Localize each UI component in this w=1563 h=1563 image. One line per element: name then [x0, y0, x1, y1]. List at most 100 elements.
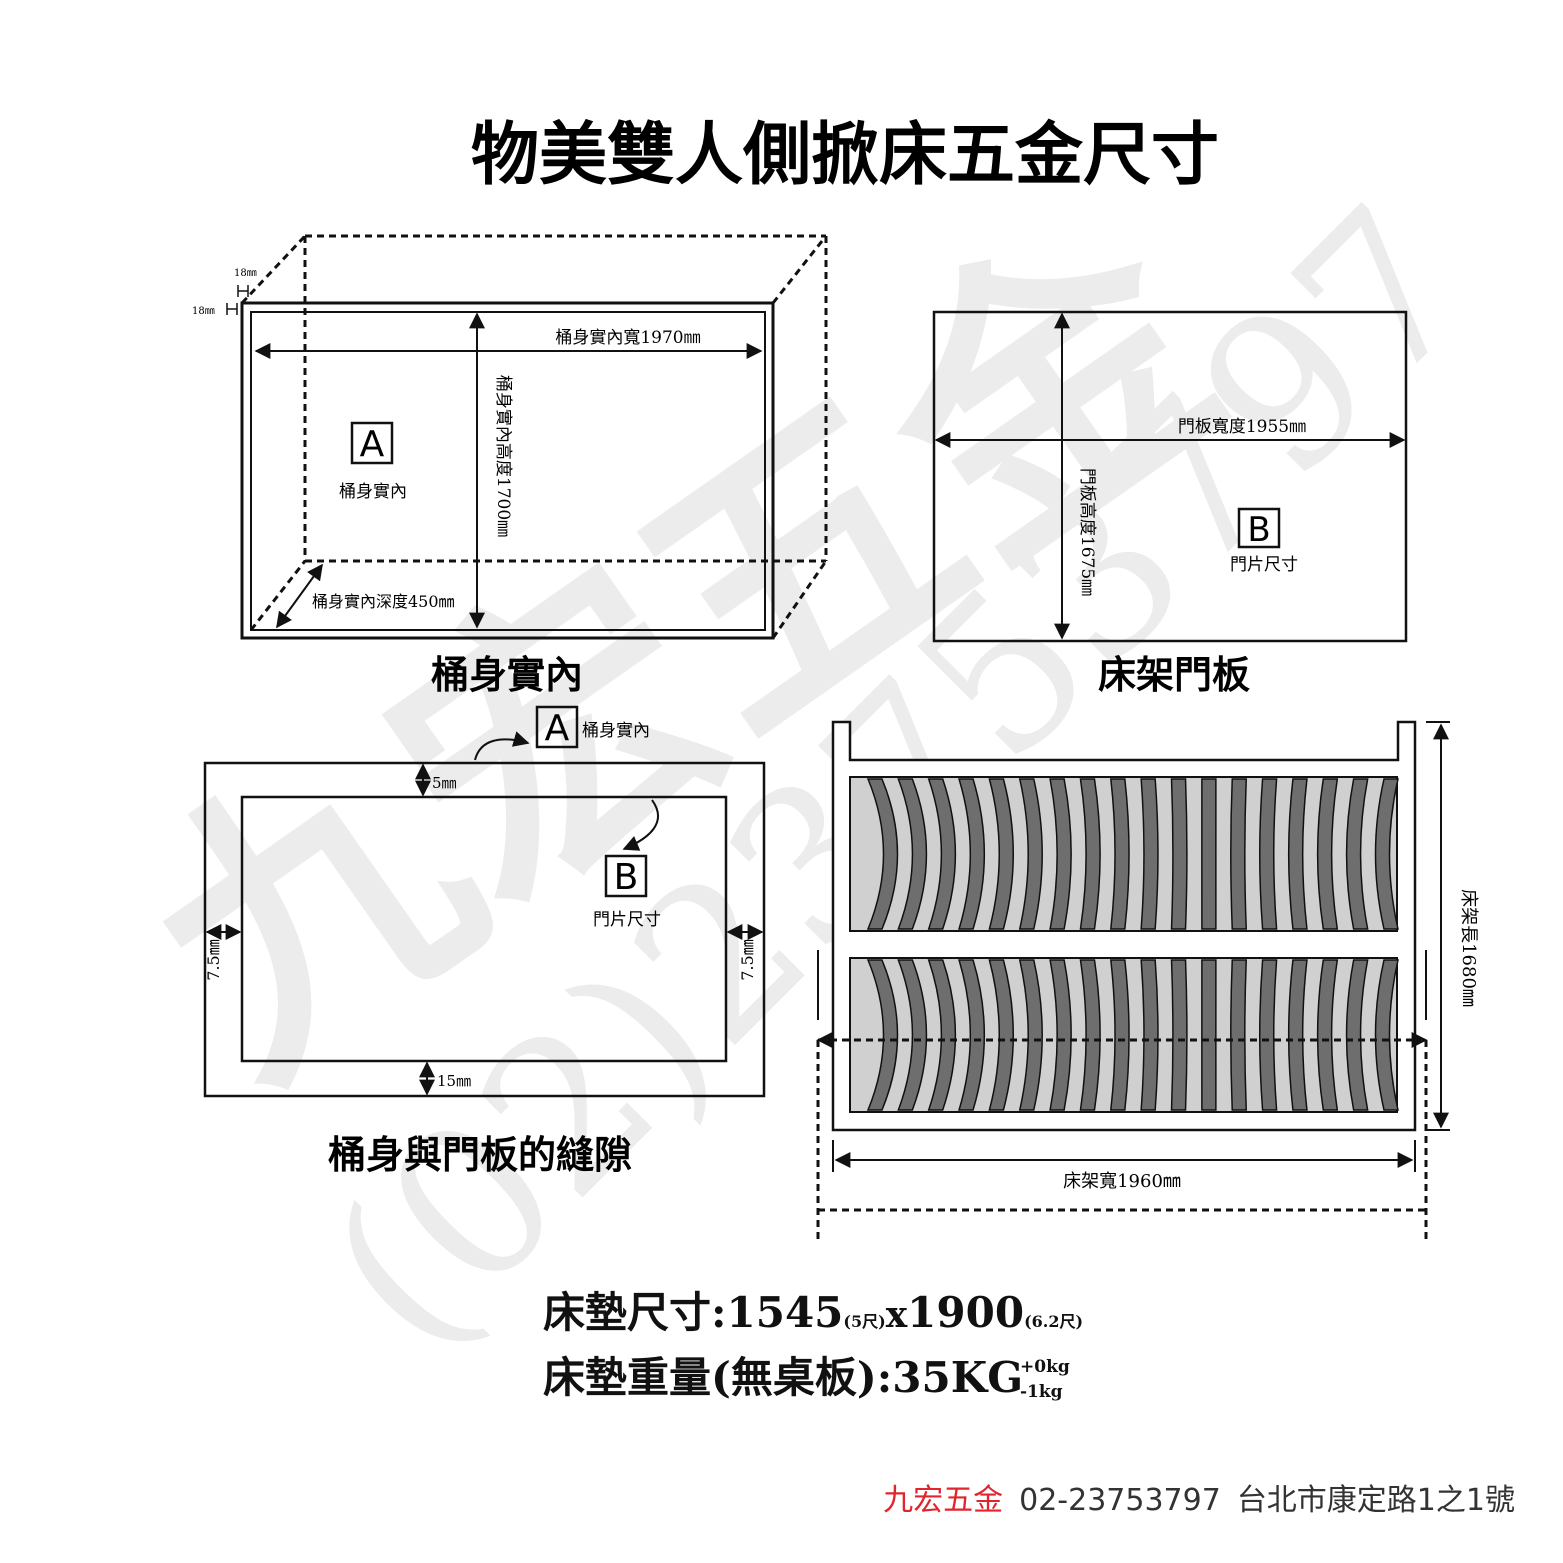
footer-shop: 九宏五金	[883, 1483, 1003, 1518]
frame-diagram	[816, 720, 1450, 1240]
bed-slat	[1109, 959, 1130, 1111]
door-panel	[932, 310, 1408, 643]
marker-b: B	[1247, 510, 1270, 550]
frame-overall-dashes	[816, 1038, 1428, 1240]
footer-phone: 02-23753797	[1019, 1483, 1221, 1518]
bed-slat	[1374, 778, 1399, 930]
bed-slat	[1345, 959, 1369, 1111]
slats-bottom	[866, 959, 1399, 1111]
bed-slat	[1140, 778, 1159, 930]
bed-slat	[1230, 778, 1248, 930]
bed-slat	[866, 959, 899, 1111]
board-side-label: 18㎜	[192, 306, 215, 317]
gap-inner	[240, 795, 728, 1063]
box-width-label: 桶身實內寬1970㎜	[555, 328, 700, 348]
weight-minus: -1kg	[1020, 1382, 1063, 1402]
gap-marker-a: A	[545, 708, 570, 749]
gap-caption: 桶身與門板的縫隙	[328, 1132, 632, 1177]
pointer-a-curve	[474, 731, 530, 761]
bed-slat	[866, 778, 899, 930]
size-prefix: 床墊尺寸:	[543, 1288, 727, 1337]
marker-b-box	[1237, 507, 1281, 549]
gap-marker-a-box	[535, 705, 579, 749]
gap-outer	[203, 761, 766, 1098]
size-a-note: (5尺)	[843, 1312, 885, 1331]
page-title: 物美雙人側掀床五金尺寸	[471, 115, 1219, 195]
gap-marker-b-box	[604, 854, 648, 898]
box-caption: 桶身實內	[431, 652, 583, 697]
footer: 九宏五金 02-23753797 台北市康定路1之1號	[883, 1483, 1515, 1518]
bed-slat	[897, 778, 928, 930]
bed-slat	[927, 778, 957, 930]
mattress-size: 床墊尺寸:1545(5尺)x1900(6.2尺)	[543, 1288, 1083, 1337]
door-diagram	[932, 310, 1408, 643]
bed-slat	[1079, 778, 1101, 930]
bed-slat	[988, 778, 1014, 930]
bed-slat	[1287, 778, 1308, 930]
bed-slat	[1170, 778, 1188, 930]
gap-marker-a-label: 桶身實內	[582, 721, 650, 741]
box-height-label: 桶身實內高度1700㎜	[493, 375, 513, 537]
bed-slat	[1316, 959, 1339, 1111]
marker-a: A	[360, 424, 385, 465]
marker-b-label: 門片尺寸	[1230, 555, 1298, 575]
bed-slat	[1049, 778, 1072, 930]
footer-address: 台北市康定路1之1號	[1237, 1483, 1515, 1518]
box-hidden-edges	[240, 234, 828, 639]
bed-slat	[1374, 959, 1399, 1111]
size-sep: x	[886, 1294, 908, 1336]
bed-slat	[958, 778, 986, 930]
bed-slat	[1079, 959, 1101, 1111]
frame-length-label: 床架長1680㎜	[1458, 889, 1479, 1007]
gap-diagram	[203, 731, 766, 1098]
gap-marker-b-label: 門片尺寸	[593, 910, 661, 930]
gap-bottom-label: 15㎜	[437, 1072, 471, 1090]
pointer-b-curve	[622, 799, 659, 851]
gap-left-label: 7.5㎜	[204, 939, 223, 980]
gap-right-label: 7.5㎜	[738, 939, 757, 980]
size-a: 1545	[727, 1288, 844, 1337]
mattress-weight: 床墊重量(無桌板):35KG	[543, 1353, 1023, 1402]
bed-slat	[1316, 778, 1339, 930]
frame-width-label: 床架寬1960㎜	[1063, 1171, 1181, 1192]
specs: 床墊尺寸:1545(5尺)x1900(6.2尺) 床墊重量(無桌板):35KG …	[543, 1288, 1083, 1402]
door-height-label: 門板高度1675㎜	[1077, 468, 1097, 596]
bed-slat	[1287, 959, 1308, 1111]
gap-marker-b: B	[614, 857, 639, 898]
bed-slat	[1259, 778, 1278, 930]
bed-slat	[1201, 959, 1217, 1111]
bed-slat	[1259, 959, 1278, 1111]
slats-top	[866, 778, 1399, 930]
box-depth-label: 桶身實內深度450㎜	[312, 592, 455, 611]
box-depth-arrow	[276, 563, 323, 629]
box-inner-front	[250, 311, 766, 631]
box-outer-front	[240, 301, 775, 640]
bed-slat	[1230, 959, 1248, 1111]
bed-slat	[1018, 778, 1043, 930]
size-b-note: (6.2尺)	[1024, 1312, 1083, 1331]
bed-slat	[1049, 959, 1072, 1111]
weight-prefix: 床墊重量(無桌板):	[543, 1353, 892, 1402]
weight-plus: +0kg	[1020, 1357, 1070, 1377]
weight-value: 35KG	[892, 1353, 1023, 1402]
bed-slat	[988, 959, 1014, 1111]
gap-top-label: 5㎜	[432, 774, 457, 792]
bed-slat	[1140, 959, 1159, 1111]
bed-slat	[897, 959, 928, 1111]
size-b: 1900	[907, 1288, 1024, 1337]
bed-slat	[927, 959, 957, 1111]
bed-slat	[1170, 959, 1188, 1111]
marker-a-box	[350, 421, 394, 465]
door-caption: 床架門板	[1098, 652, 1250, 697]
board-top-label: 18㎜	[234, 268, 257, 279]
bed-slat	[958, 959, 986, 1111]
door-width-label: 門板寬度1955㎜	[1178, 417, 1306, 437]
bed-slat	[1109, 778, 1130, 930]
bed-slat	[1018, 959, 1043, 1111]
bed-slat	[1345, 778, 1369, 930]
bed-slat	[1201, 778, 1217, 930]
board-thickness-ticks	[226, 285, 249, 315]
marker-a-label: 桶身實內	[339, 482, 407, 502]
box-diagram	[226, 234, 828, 640]
